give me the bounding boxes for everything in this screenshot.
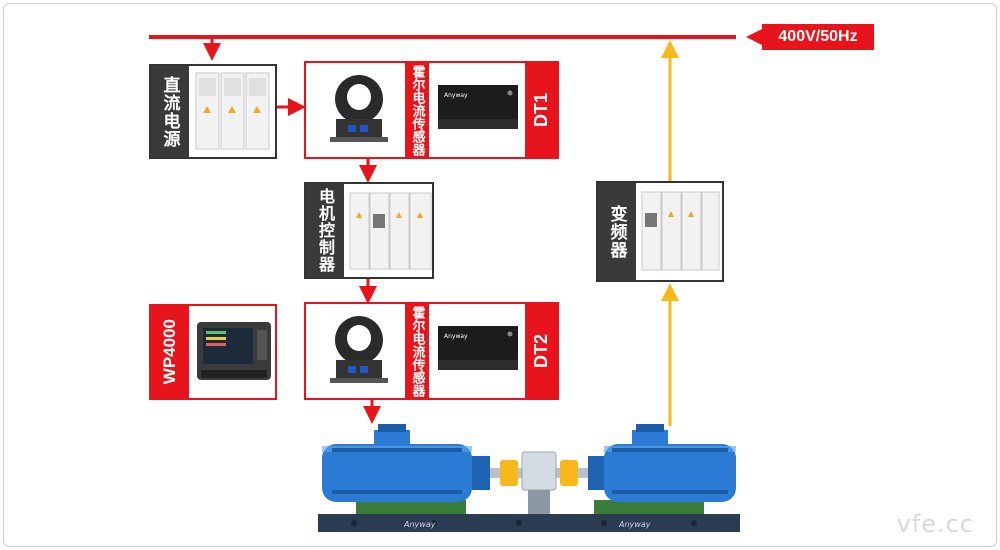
dc-supply-label-panel: 直流电源 xyxy=(151,66,189,157)
motor-right xyxy=(588,424,736,502)
dc-cabinet-image xyxy=(195,72,270,150)
bench-brand-text-right: Anyway xyxy=(618,520,651,529)
analyzer-block: WP4000 xyxy=(149,304,277,400)
dt2-brand-text: Anyway xyxy=(444,333,468,340)
supply-arrow-icon xyxy=(746,28,764,46)
coupling-left xyxy=(500,460,518,486)
inverter-block: 变频器 xyxy=(596,181,724,282)
watermark: vfe.cc xyxy=(896,510,974,538)
controller-cabinet-image xyxy=(349,192,432,270)
supply-label-box: 400V/50Hz xyxy=(762,24,874,50)
bench-base-rail xyxy=(318,514,740,532)
dt2-tag-panel: DT2 xyxy=(525,304,557,398)
dc-supply-block: 直流电源 xyxy=(149,64,277,159)
inverter-label: 变频器 xyxy=(606,204,627,259)
dt2-tag: DT2 xyxy=(530,333,551,368)
sensor2-label-panel: 霍尔电流传感器 xyxy=(405,304,429,398)
dt1-device-image: Anyway xyxy=(438,85,518,129)
controller-label: 电机控制器 xyxy=(316,188,335,273)
hall-sensor-1-image xyxy=(330,75,388,142)
diagram-frame: 400V/50Hz 直流电源 霍尔电流传感器 Anyway xyxy=(3,3,997,547)
sensor1-block: 霍尔电流传感器 Anyway DT1 xyxy=(304,61,559,159)
sensor1-label: 霍尔电流传感器 xyxy=(409,64,425,156)
coupling-right xyxy=(560,460,578,486)
torque-sensor xyxy=(521,451,557,514)
inverter-cabinet-image xyxy=(641,191,720,271)
motor-controller-block: 电机控制器 xyxy=(304,182,434,279)
hall-sensor-2-image xyxy=(330,316,388,383)
inverter-label-panel: 变频器 xyxy=(598,183,636,280)
dt1-tag-panel: DT1 xyxy=(525,63,557,157)
motor-test-bench: Anyway Anyway xyxy=(318,424,740,532)
controller-label-panel: 电机控制器 xyxy=(306,184,344,277)
dc-supply-label: 直流电源 xyxy=(159,75,180,148)
sensor1-label-panel: 霍尔电流传感器 xyxy=(405,63,429,157)
sensor2-block: 霍尔电流传感器 Anyway DT2 xyxy=(304,302,559,400)
supply-label: 400V/50Hz xyxy=(778,28,858,45)
bench-brand-text-left: Anyway xyxy=(403,520,436,529)
dt1-brand-text: Anyway xyxy=(444,92,468,99)
sensor2-label: 霍尔电流传感器 xyxy=(409,305,425,397)
dt1-tag: DT1 xyxy=(530,92,551,127)
dt2-device-image: Anyway xyxy=(438,326,518,370)
motor-left xyxy=(322,424,490,502)
analyzer-label: WP4000 xyxy=(160,319,179,385)
connection-wires xyxy=(149,28,764,426)
analyzer-device-image xyxy=(197,322,271,380)
analyzer-label-panel: WP4000 xyxy=(151,306,189,398)
